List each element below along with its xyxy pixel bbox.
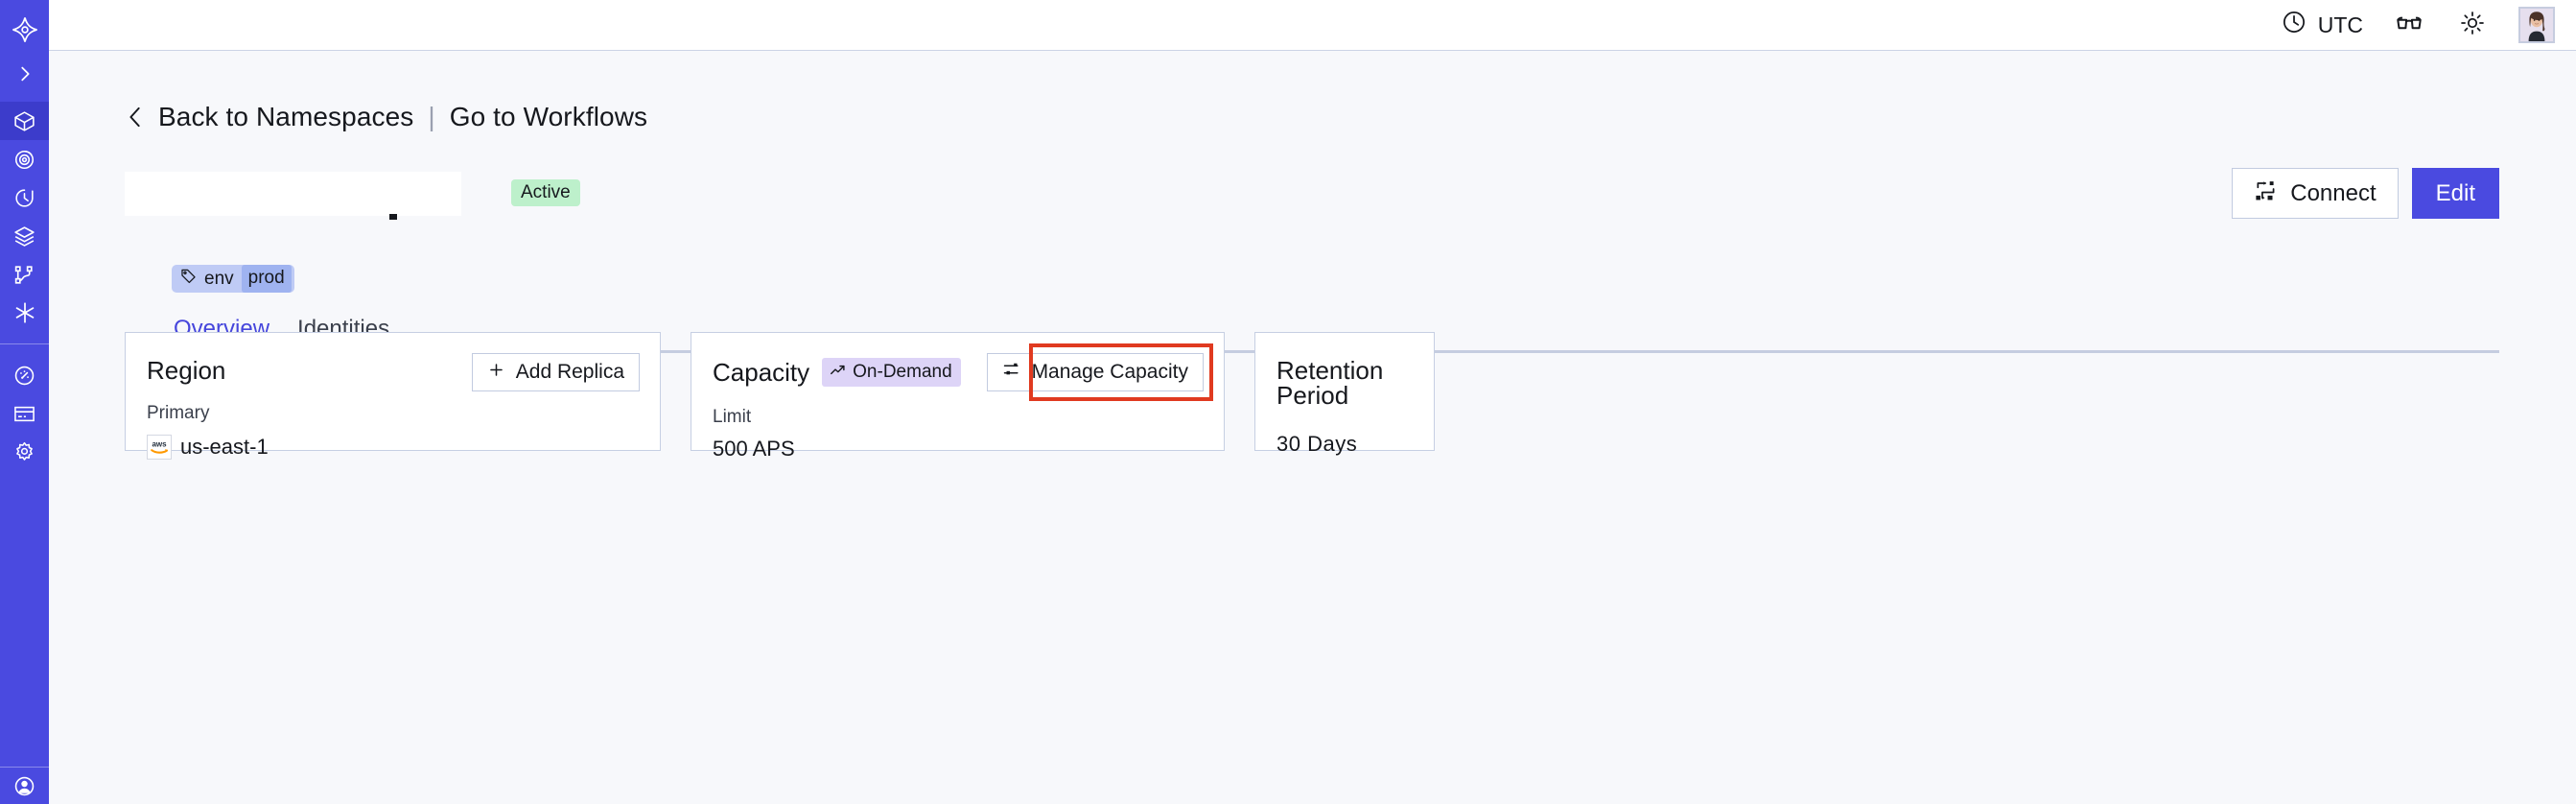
- namespace-title-row: Active Connect Edit: [125, 168, 2499, 220]
- manage-capacity-button[interactable]: Manage Capacity: [986, 353, 1204, 391]
- region-value-row: aws us-east-1: [147, 435, 636, 460]
- page-title-dot: [389, 214, 397, 220]
- status-badge: Active: [511, 179, 580, 206]
- sidebar-item-usage[interactable]: [0, 356, 49, 394]
- clock-rotate-icon: [12, 186, 36, 210]
- layers-icon: [12, 225, 36, 248]
- theme-toggle-button[interactable]: [2455, 8, 2490, 42]
- retention-card-title: Retention Period: [1276, 356, 1384, 410]
- capacity-card-title: Capacity: [713, 358, 810, 387]
- namespace-tag[interactable]: env prod: [172, 265, 294, 293]
- namespace-actions: Connect Edit: [2232, 168, 2499, 219]
- aws-logo: aws: [147, 435, 172, 460]
- sidebar-item-namespaces[interactable]: [0, 102, 49, 140]
- credit-card-icon: [12, 402, 36, 426]
- chevron-right-icon: [14, 63, 35, 84]
- region-value: us-east-1: [180, 435, 269, 459]
- capacity-mode-badge: On-Demand: [822, 358, 961, 387]
- manage-capacity-label: Manage Capacity: [1031, 361, 1188, 383]
- gear-icon: [12, 440, 36, 464]
- edit-button-label: Edit: [2435, 179, 2475, 206]
- capacity-card: Capacity On-Demand Limit 500 APS: [691, 332, 1225, 460]
- eye-spiral-icon: [12, 148, 36, 172]
- sidebar: [0, 0, 49, 804]
- connect-flow-icon: [2254, 178, 2279, 208]
- chevron-left-icon[interactable]: [125, 103, 146, 131]
- sidebar-divider-top: [0, 343, 49, 344]
- page-title: [125, 172, 461, 216]
- glasses-icon: [2395, 9, 2424, 42]
- feedback-button[interactable]: [2392, 8, 2426, 42]
- namespace-tag-key: env: [204, 268, 234, 289]
- sidebar-item-workflows[interactable]: [0, 255, 49, 294]
- add-replica-button[interactable]: Add Replica: [471, 353, 640, 391]
- sidebar-item-observability[interactable]: [0, 140, 49, 178]
- sidebar-item-nexus[interactable]: [0, 294, 49, 332]
- svg-text:aws: aws: [152, 440, 167, 449]
- cube-icon: [12, 109, 36, 133]
- tag-icon: [180, 268, 197, 290]
- gauge-icon: [12, 364, 36, 388]
- avatar[interactable]: [2518, 7, 2555, 43]
- retention-card: Retention Period 30 Days: [1254, 332, 1435, 455]
- sidebar-item-billing[interactable]: [0, 394, 49, 433]
- sidebar-item-settings[interactable]: [0, 433, 49, 471]
- region-card-title: Region: [147, 356, 226, 385]
- asterisk-icon: [12, 300, 37, 325]
- sidebar-expand-button[interactable]: [0, 54, 49, 94]
- breadcrumb: Back to Namespaces | Go to Workflows: [125, 102, 647, 132]
- sidebar-item-schedules[interactable]: [0, 178, 49, 217]
- connect-button[interactable]: Connect: [2232, 168, 2399, 219]
- sidebar-item-logo[interactable]: [0, 6, 49, 54]
- breadcrumb-back-link[interactable]: Back to Namespaces: [158, 102, 414, 131]
- temporal-logo-icon: [11, 15, 39, 44]
- main-content: Back to Namespaces | Go to Workflows Act…: [49, 51, 2576, 804]
- sliders-icon: [1002, 360, 1021, 385]
- user-circle-icon: [12, 774, 36, 798]
- namespace-tag-value: prod: [241, 265, 292, 293]
- top-header: UTC: [49, 0, 2576, 51]
- sidebar-divider-bottom: [0, 767, 49, 768]
- capacity-limit-value: 500 APS: [713, 437, 795, 461]
- breadcrumb-separator: |: [428, 102, 435, 131]
- connect-button-label: Connect: [2290, 179, 2377, 206]
- sidebar-item-batch-operations[interactable]: [0, 217, 49, 255]
- capacity-mode-label: On-Demand: [853, 362, 952, 382]
- region-card: Region Primary aws us-east-1: [125, 332, 661, 460]
- breadcrumb-workflows-link[interactable]: Go to Workflows: [449, 102, 648, 131]
- timezone-label: UTC: [2317, 12, 2363, 37]
- retention-value: 30 Days: [1276, 432, 1358, 456]
- plus-icon: [487, 361, 505, 385]
- timezone-selector[interactable]: UTC: [2281, 9, 2363, 41]
- sidebar-item-account[interactable]: [0, 768, 49, 804]
- sun-icon: [2459, 10, 2486, 41]
- trending-up-icon: [830, 362, 846, 382]
- clock-icon: [2281, 9, 2307, 41]
- capacity-limit-label: Limit: [713, 407, 752, 427]
- add-replica-label: Add Replica: [515, 361, 624, 383]
- git-branch-icon: [12, 263, 36, 287]
- edit-button[interactable]: Edit: [2411, 168, 2499, 219]
- region-primary-label: Primary: [147, 403, 210, 423]
